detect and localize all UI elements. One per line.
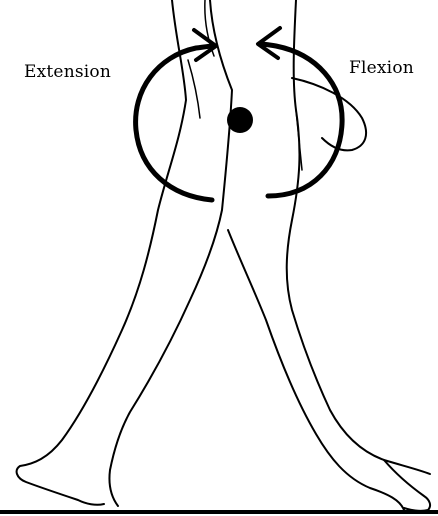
flexion-label: Flexion — [349, 58, 414, 78]
right-leg-inner — [228, 230, 404, 510]
thigh-crease-2 — [188, 60, 200, 118]
left-leg-inner — [109, 0, 232, 506]
extension-arc — [136, 46, 214, 200]
flexion-arc — [260, 44, 342, 196]
extension-label: Extension — [24, 62, 111, 82]
buttock-curve — [292, 78, 366, 150]
hip-joint-dot — [227, 107, 253, 133]
